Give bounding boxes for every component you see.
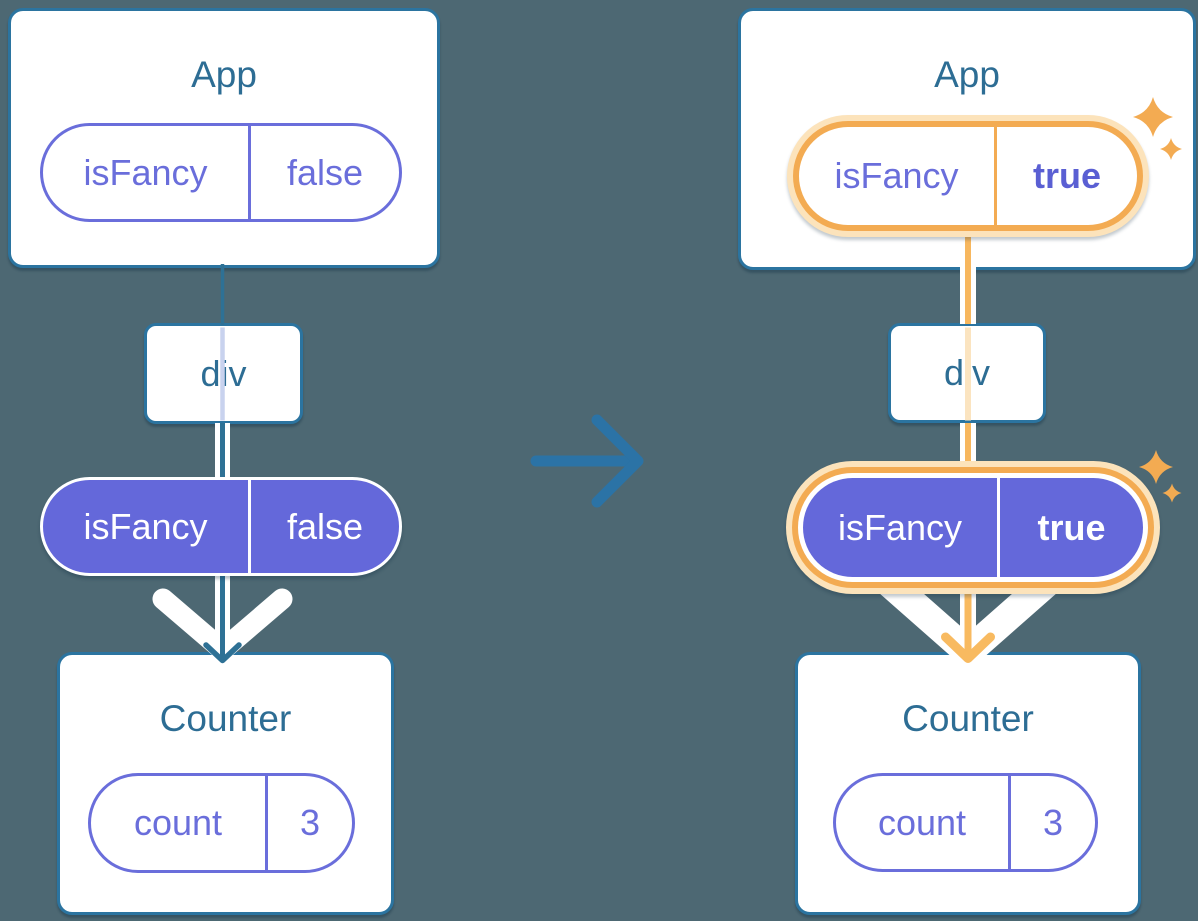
state-pill-right-ring: isFancy true — [793, 121, 1143, 231]
sparkle-icon — [1162, 483, 1182, 503]
sparkle-icon — [1139, 450, 1173, 484]
counter-title-left: Counter — [159, 698, 292, 739]
transition-arrow-head — [591, 414, 644, 508]
app-title-right: App — [934, 54, 1000, 95]
state-pill-value: false — [248, 126, 399, 219]
count-pill-value: 3 — [265, 776, 352, 870]
app-title-left: App — [191, 54, 257, 95]
count-pill-left: count 3 — [88, 773, 355, 873]
transition-arrow-icon — [530, 414, 644, 508]
state-pill-name: isFancy — [83, 151, 208, 193]
prop-pill-name: isFancy — [83, 505, 208, 547]
div-node-left: div — [144, 323, 303, 424]
prop-pill-name: isFancy — [837, 506, 963, 548]
div-node-right: div — [888, 323, 1046, 423]
state-pill-value: true — [994, 127, 1137, 225]
count-pill-name: count — [133, 802, 223, 843]
prop-pill-right: isFancy true — [803, 478, 1143, 577]
prop-pill-left: isFancy false — [40, 477, 402, 576]
div-label-right: div — [943, 352, 991, 393]
count-pill-value: 3 — [1008, 776, 1095, 869]
white-chevron-icon-left — [152, 588, 293, 661]
prop-pill-right-highlight: isFancy true — [786, 461, 1160, 594]
prop-pill-right-ring: isFancy true — [792, 467, 1154, 588]
state-pill-right-highlight: isFancy true — [787, 115, 1149, 237]
counter-title-right: Counter — [902, 698, 1034, 739]
div-label-left: div — [200, 352, 247, 394]
count-pill-right: count 3 — [833, 773, 1098, 872]
count-pill-name: count — [877, 801, 967, 843]
state-pill-name: isFancy — [834, 155, 959, 196]
prop-pill-value: false — [248, 480, 399, 573]
prop-pill-right-whitegap: isFancy true — [798, 473, 1148, 582]
state-pill-left: isFancy false — [40, 123, 402, 222]
state-pill-right: isFancy true — [799, 127, 1137, 225]
prop-pill-value: true — [997, 478, 1143, 577]
